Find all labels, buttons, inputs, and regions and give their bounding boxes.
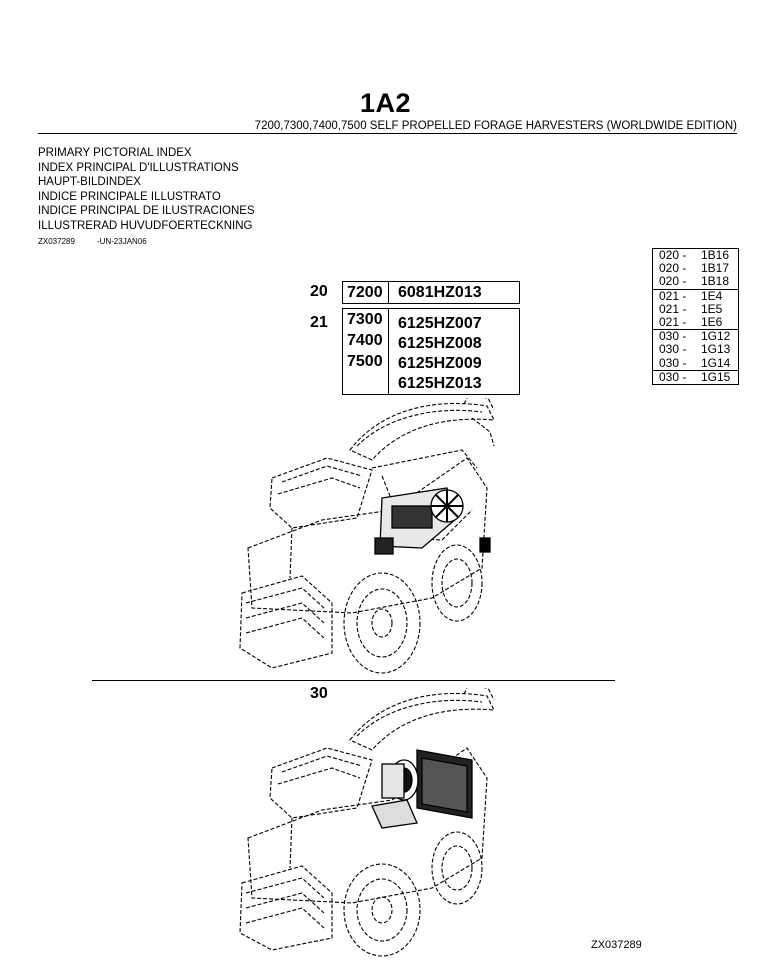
image-id: ZX037289: [38, 237, 75, 246]
ref-row[interactable]: 021 -1E5: [653, 301, 738, 316]
index-title-de: HAUPT-BILDINDEX: [38, 176, 141, 189]
section-divider: [92, 680, 615, 681]
engine-code: 6125HZ013: [398, 375, 482, 392]
ref-page-link[interactable]: 1B17: [701, 261, 730, 276]
index-title-es: INDICE PRINCIPAL DE ILUSTRACIONES: [38, 205, 255, 218]
model-number: 7400: [347, 332, 383, 349]
ref-page-link[interactable]: 1G12: [701, 329, 731, 344]
ref-group-030b: 030 -1G15: [653, 369, 738, 384]
date-code: -UN-23JAN06: [96, 237, 147, 246]
reference-table: 020 -1B16 020 -1B17 020 -1B18 021 -1E4 0…: [652, 248, 739, 385]
ref-row[interactable]: 030 -1G15: [653, 369, 738, 384]
footer-image-code: ZX037289: [591, 939, 642, 951]
ref-group-021: 021 -1E4 021 -1E5 021 -1E6: [653, 288, 738, 331]
ref-row[interactable]: 020 -1B16: [653, 248, 738, 262]
index-title-it: INDICE PRINCIPALE ILLUSTRATO: [38, 190, 221, 203]
ref-page-link[interactable]: 1B18: [701, 274, 730, 289]
ref-page-link[interactable]: 1B16: [701, 248, 730, 262]
ref-page-link[interactable]: 1E5: [701, 301, 723, 316]
model-box-21[interactable]: 7300 7400 7500 6125HZ007 6125HZ008 6125H…: [342, 308, 520, 395]
engine-code: 6125HZ007: [398, 315, 482, 332]
ref-group-020: 020 -1B16 020 -1B17 020 -1B18: [653, 248, 738, 290]
model-box-20[interactable]: 7200 6081HZ013: [342, 281, 520, 304]
engine-code: 6125HZ008: [398, 335, 482, 352]
ref-row[interactable]: 030 -1G14: [653, 355, 738, 370]
group-ref-20: 20: [310, 283, 328, 300]
ref-page-link[interactable]: 1G14: [701, 355, 731, 370]
ref-row[interactable]: 030 -1G12: [653, 329, 738, 344]
ref-row[interactable]: 020 -1B17: [653, 261, 738, 276]
index-title-fr: INDEX PRINCIPAL D'ILLUSTRATIONS: [38, 161, 239, 174]
ref-row[interactable]: 020 -1B18: [653, 275, 738, 288]
ref-page-link[interactable]: 1G13: [701, 342, 731, 357]
forage-harvester-engine-illustration[interactable]: [232, 398, 502, 680]
ref-page-link[interactable]: 1G15: [701, 369, 731, 384]
doc-codes: ZX037289 -UN-23JAN06: [38, 237, 147, 246]
ref-page-link[interactable]: 1E4: [701, 288, 723, 303]
ref-row[interactable]: 030 -1G13: [653, 343, 738, 356]
index-title-en: PRIMARY PICTORIAL INDEX: [38, 147, 192, 159]
header-rule: [38, 133, 737, 134]
index-titles: PRIMARY PICTORIAL INDEX INDEX PRINCIPAL …: [38, 146, 255, 234]
group-ref-21: 21: [310, 314, 328, 331]
model-number: 7300: [347, 311, 383, 328]
index-title-sv: ILLUSTRERAD HUVUDFOERTECKNING: [38, 219, 253, 232]
model-number: 7200: [347, 284, 383, 301]
ref-row[interactable]: 021 -1E6: [653, 314, 738, 329]
group-ref-30: 30: [310, 685, 328, 702]
header-subtitle: 7200,7300,7400,7500 SELF PROPELLED FORAG…: [254, 120, 737, 132]
page-code: 1A2: [360, 88, 412, 118]
ref-group-030a: 030 -1G12 030 -1G13 030 -1G14: [653, 329, 738, 371]
forage-harvester-cooling-illustration[interactable]: [232, 688, 502, 960]
ref-row[interactable]: 021 -1E4: [653, 288, 738, 303]
engine-code: 6081HZ013: [398, 284, 482, 301]
ref-page-link[interactable]: 1E6: [701, 314, 723, 329]
model-number: 7500: [347, 353, 383, 370]
engine-code: 6125HZ009: [398, 355, 482, 372]
